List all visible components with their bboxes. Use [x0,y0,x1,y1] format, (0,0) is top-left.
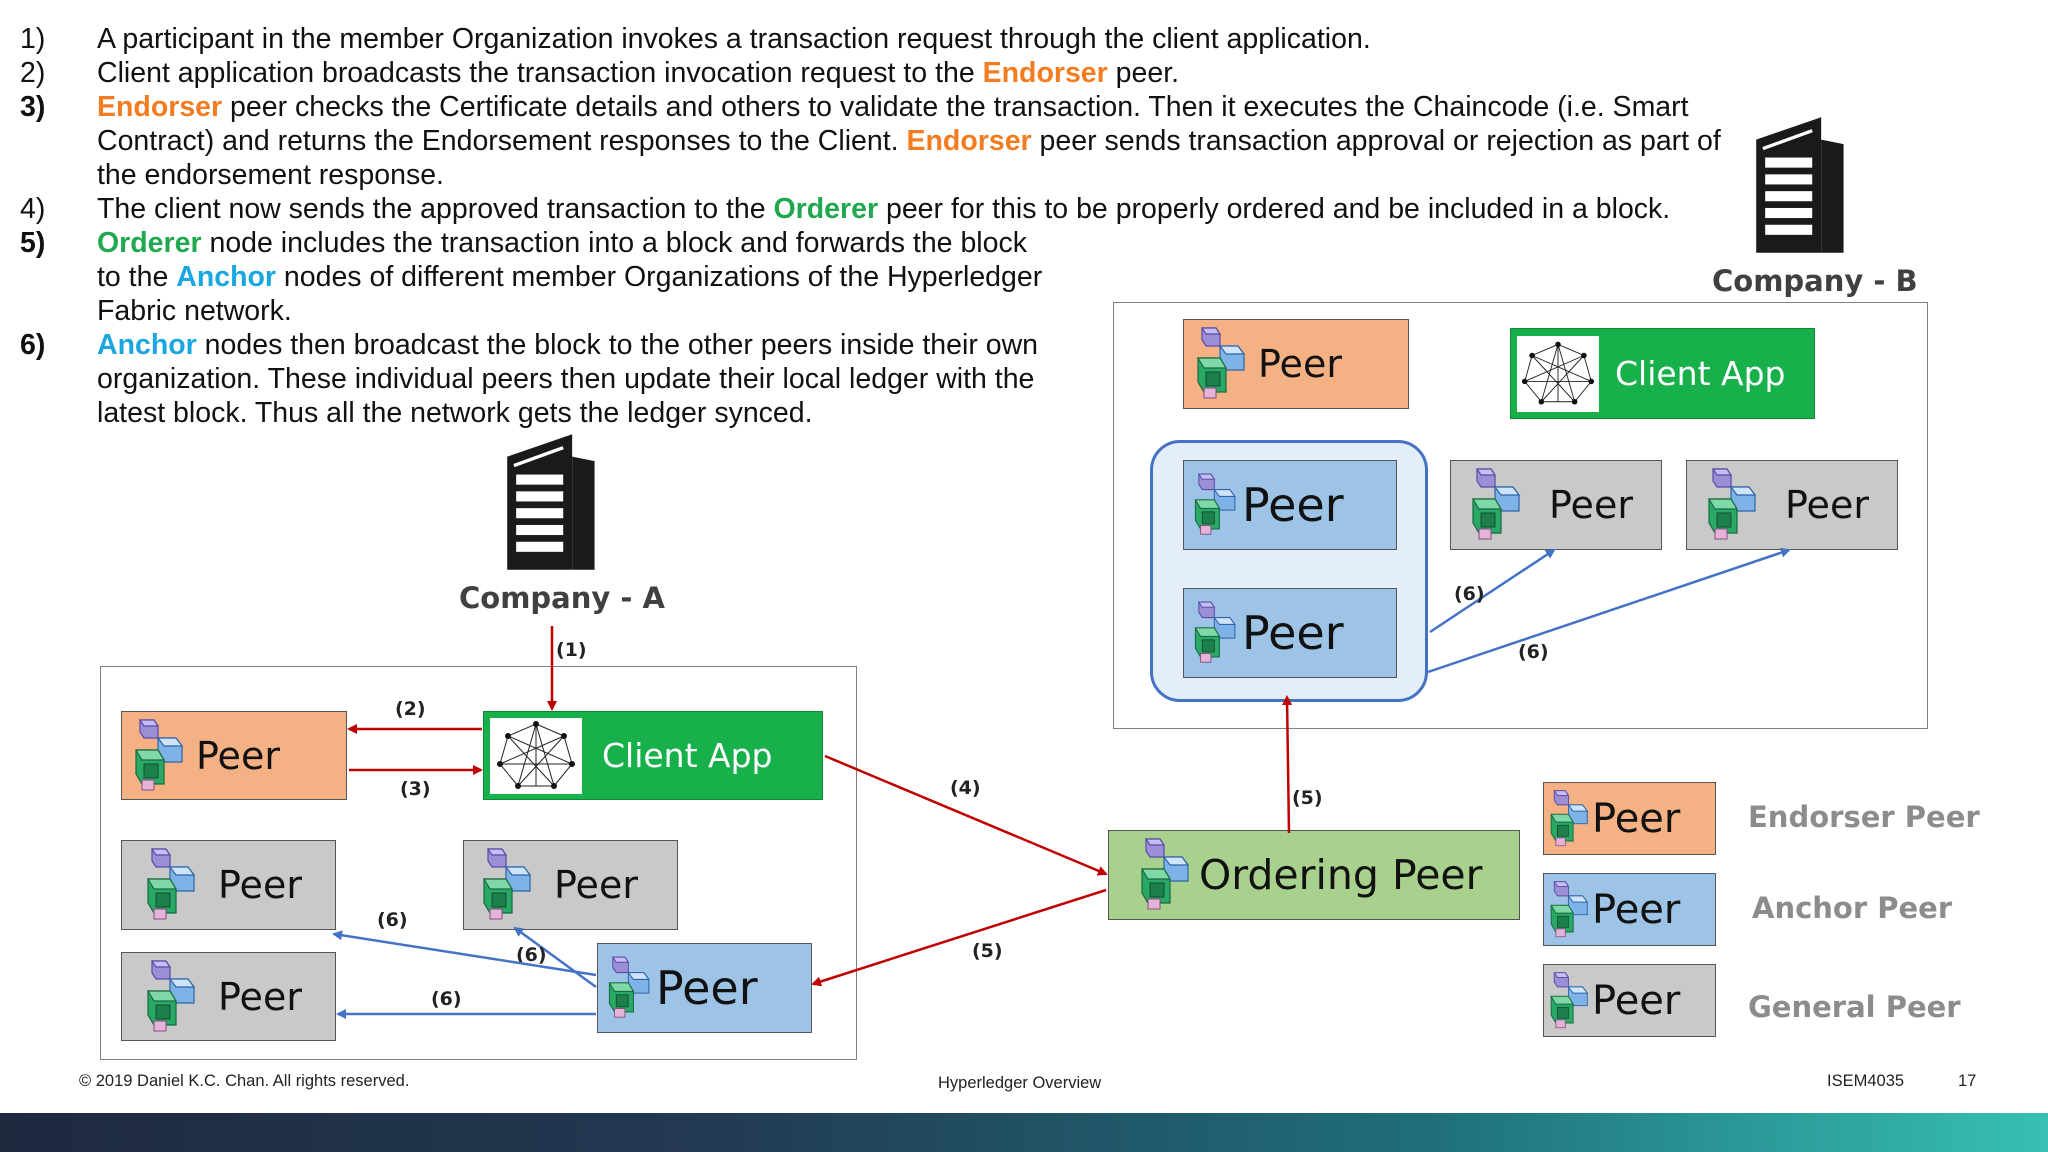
peer-label: Peer [1592,977,1681,1024]
arrow-label-4: (4) [950,777,981,799]
keyword-endorser: Endorser [97,91,223,123]
step-text: A participant in the member Organization… [97,23,1371,55]
step-number: 4) [20,193,46,225]
keyword-anchor: Anchor [176,261,276,293]
step-number: 3) [20,91,46,123]
arrow-step-4 [824,754,1108,876]
arrow-label-6-b1: (6) [1454,583,1485,605]
step-3: 3) Endorser peer checks the Certificate d… [0,90,1760,192]
arrow-step-5-company-a [811,888,1107,987]
keyword-anchor: Anchor [97,329,197,361]
peer-label: Peer [1785,483,1869,527]
step-text: peer for this to be properly ordered and… [878,193,1671,225]
step-text: The client now sends the approved transa… [97,193,774,225]
ordering-peer-label: Ordering Peer [1199,851,1483,899]
step-1: 1) A participant in the member Organizati… [0,22,1760,56]
arrow-label-2: (2) [395,698,426,720]
company-b-client-app: Client App [1510,328,1815,419]
footer-page-number: 17 [1958,1072,1977,1090]
legend-general-label: General Peer [1748,990,1961,1024]
legend-anchor-label: Anchor Peer [1752,891,1953,925]
company-a-label: Company - A [459,581,665,615]
arrow-step-5-company-b [1282,695,1293,834]
step-2: 2) Client application broadcasts the tran… [0,56,1760,90]
company-b-anchor-peer-1: Peer [1183,460,1397,550]
arrow-label-5-company-a: (5) [972,940,1003,962]
peer-label: Peer [218,863,302,907]
arrow-step-6-b2 [1427,547,1791,674]
company-a-general-peer-3: Peer [121,952,336,1041]
peer-label: Peer [1592,795,1681,842]
arrow-step-6-a1 [513,926,597,989]
step-text: peer. [1107,57,1180,89]
peer-label: Peer [554,863,638,907]
step-text: node includes the transaction into a blo… [97,227,1027,293]
bottom-gradient-band [0,1113,2048,1152]
network-mesh-icon [1517,335,1599,412]
arrow-label-6-a2: (6) [377,909,408,931]
arrow-step-6-a2 [332,930,597,977]
arrow-label-1: (1) [556,639,587,661]
step-5: 5) Orderer node includes the transaction … [0,226,1057,328]
company-a-general-peer-1: Peer [121,840,336,930]
company-b-building-icon [1756,117,1844,253]
footer-copyright: © 2019 Daniel K.C. Chan. All rights rese… [79,1072,410,1090]
step-text: Client application broadcasts the transa… [97,57,983,89]
arrow-label-6-a3: (6) [431,988,462,1010]
legend-anchor-swatch: Peer [1543,873,1716,946]
steps-list: 1) A participant in the member Organizati… [0,22,1760,430]
footer-course-code: ISEM4035 [1827,1072,1905,1090]
peer-label: Peer [1592,886,1681,933]
company-b-general-peer-2: Peer [1686,460,1898,550]
step-text: nodes then broadcast the block to the ot… [97,329,1039,429]
peer-label: Peer [1242,606,1344,660]
company-b-anchor-peer-2: Peer [1183,588,1397,678]
arrow-step-6-b1 [1429,548,1556,634]
step-number: 2) [20,57,46,89]
step-text: nodes of different member Organizations … [97,261,1043,327]
peer-label: Peer [1242,478,1344,532]
client-app-label: Client App [602,736,773,775]
step-number: 1) [20,23,46,55]
keyword-orderer: Orderer [773,193,879,225]
keyword-endorser: Endorser [982,57,1108,89]
step-text: peer checks the Certificate details and … [97,91,1689,157]
company-a-building-icon [507,434,595,570]
peer-label: Peer [196,733,280,778]
company-a-anchor-peer: Peer [597,943,812,1033]
peer-label: Peer [218,974,302,1019]
legend-general-swatch: Peer [1543,964,1716,1037]
company-a-client-app: Client App [483,711,823,800]
network-mesh-icon [490,717,582,794]
footer-title: Hyperledger Overview [938,1074,1102,1092]
legend-endorser-label: Endorser Peer [1748,800,1980,834]
company-b-endorser-peer: Peer [1183,319,1409,409]
arrow-label-6-b2: (6) [1518,641,1549,663]
peer-label: Peer [1549,483,1633,527]
company-b-label: Company - B [1712,264,1918,298]
company-b-general-peer-1: Peer [1450,460,1662,550]
step-4: 4) The client now sends the approved tran… [0,192,1760,226]
step-text: peer sends transaction approval or rejec… [97,125,1721,191]
step-number: 5) [20,227,46,259]
company-a-endorser-peer: Peer [121,711,347,800]
ordering-peer: Ordering Peer [1108,830,1520,920]
arrow-label-6-a1: (6) [516,944,547,966]
company-a-general-peer-2: Peer [463,840,678,930]
step-number: 6) [20,329,46,361]
client-app-label: Client App [1615,354,1786,393]
keyword-orderer: Orderer [97,227,202,259]
arrow-label-3: (3) [400,778,431,800]
step-6: 6) Anchor nodes then broadcast the block … [0,328,1057,430]
peer-label: Peer [1258,342,1342,386]
keyword-endorser: Endorser [906,125,1032,157]
arrow-label-5-company-b: (5) [1292,787,1323,809]
peer-label: Peer [656,961,758,1015]
legend-endorser-swatch: Peer [1543,782,1716,855]
